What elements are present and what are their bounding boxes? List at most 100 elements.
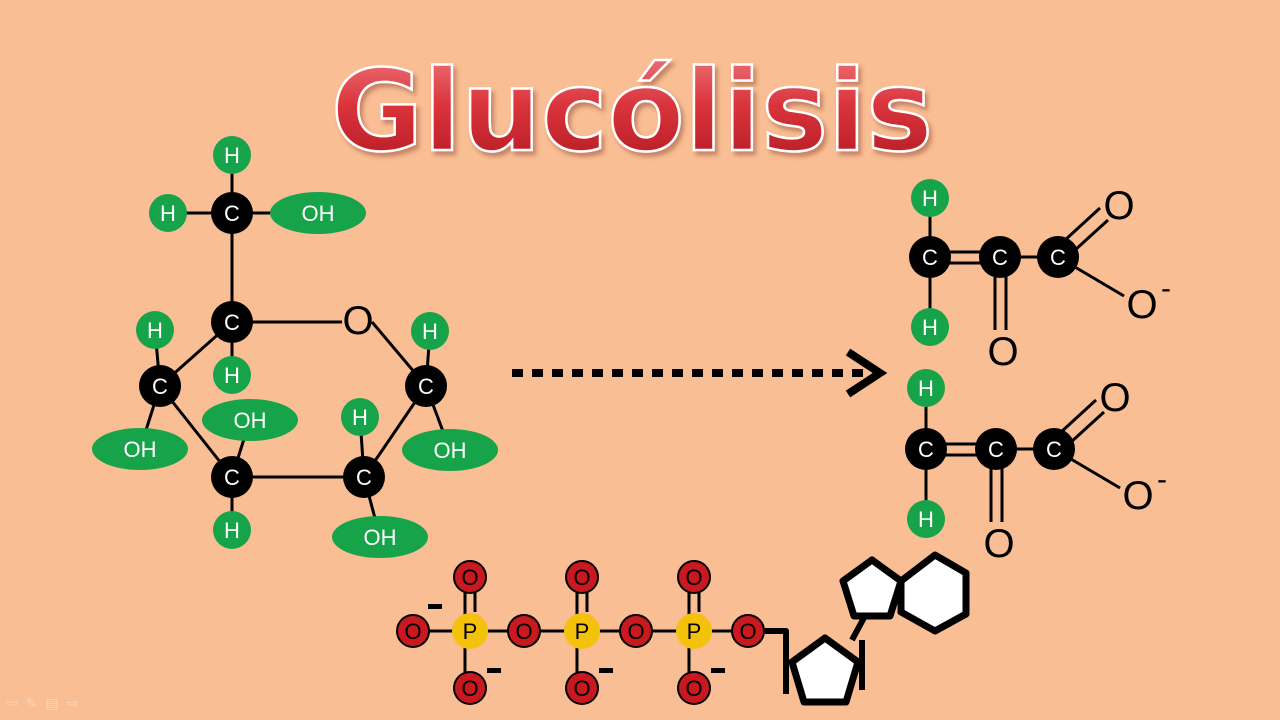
svg-text:H: H	[224, 143, 240, 168]
svg-text:O: O	[515, 619, 532, 644]
svg-text:C: C	[152, 374, 168, 399]
hydrogen-atom: H	[341, 398, 379, 436]
ring-oxygen: O	[342, 299, 373, 343]
hydrogen-atom: H	[907, 500, 945, 538]
svg-text:H: H	[224, 363, 240, 388]
pyruvate-molecule: O O - O H H C C C	[905, 369, 1167, 566]
ketone-oxygen: O	[983, 522, 1014, 566]
svg-text:H: H	[224, 518, 240, 543]
carbonyl-oxygen: O	[1103, 184, 1134, 228]
svg-text:C: C	[224, 310, 240, 335]
svg-text:OH: OH	[434, 438, 467, 463]
carbon-atom: C	[139, 365, 181, 407]
carbon-atom: C	[405, 365, 447, 407]
svg-text:P: P	[463, 619, 478, 644]
ribose-ring	[788, 634, 862, 706]
svg-text:C: C	[988, 437, 1004, 462]
carbon-atom: C	[1033, 428, 1075, 470]
previous-slide-icon[interactable]: ⇦	[6, 696, 18, 712]
svg-text:C: C	[356, 465, 372, 490]
carbon-atom: C	[211, 301, 253, 343]
hydrogen-atom: H	[136, 311, 174, 349]
negative-charge: -	[1161, 272, 1171, 305]
phosphate-oxygen: O	[507, 614, 541, 648]
pyruvate-molecule: O O - O H H C C C	[909, 179, 1171, 374]
svg-text:O: O	[685, 676, 702, 701]
hydroxyl-group: OH	[92, 428, 188, 470]
purine-six-ring	[897, 551, 970, 635]
phosphate-oxygen: O	[565, 560, 599, 594]
svg-text:P: P	[575, 619, 590, 644]
carbon-atom: C	[979, 236, 1021, 278]
hydrogen-atom: H	[213, 511, 251, 549]
hydroxyl-group: OH	[202, 399, 298, 441]
svg-text:C: C	[992, 245, 1008, 270]
svg-text:OH: OH	[124, 437, 157, 462]
svg-text:C: C	[224, 201, 240, 226]
hydrogen-atom: H	[411, 312, 449, 350]
atp-molecule: O O O O O O O O	[396, 551, 970, 706]
hydrogen-atom: H	[213, 136, 251, 174]
svg-text:OH: OH	[302, 201, 335, 226]
svg-text:H: H	[918, 376, 934, 401]
svg-text:P: P	[687, 619, 702, 644]
svg-text:O: O	[685, 565, 702, 590]
svg-text:O: O	[739, 619, 756, 644]
carboxylate-oxygen: O	[1126, 283, 1157, 327]
svg-text:C: C	[1046, 437, 1062, 462]
carbon-atom: C	[909, 236, 951, 278]
svg-text:C: C	[418, 374, 434, 399]
hydrogen-atom: H	[907, 369, 945, 407]
slide-navigation: ⇦ ✎ ▤ ⇨	[6, 696, 78, 712]
phosphate-oxygen: O	[731, 614, 765, 648]
svg-text:C: C	[922, 245, 938, 270]
carbon-atom: C	[1037, 236, 1079, 278]
svg-text:C: C	[918, 437, 934, 462]
carbon-atom: C	[343, 456, 385, 498]
svg-text:O: O	[573, 565, 590, 590]
hydrogen-atom: H	[149, 194, 187, 232]
negative-charge: -	[1157, 463, 1167, 496]
ketone-oxygen: O	[987, 330, 1018, 374]
hydroxyl-group: OH	[402, 429, 498, 471]
svg-text:H: H	[422, 319, 438, 344]
negative-charge	[599, 668, 613, 673]
hydroxyl-group: OH	[332, 516, 428, 558]
svg-text:H: H	[352, 405, 368, 430]
carbon-atom: C	[211, 456, 253, 498]
svg-text:OH: OH	[234, 408, 267, 433]
glucose-molecule: O OH OH OH OH OH H H	[92, 136, 498, 558]
phosphate-oxygen: O	[677, 671, 711, 705]
carbonyl-oxygen: O	[1099, 376, 1130, 420]
next-slide-icon[interactable]: ⇨	[66, 696, 79, 712]
phosphate-oxygen: O	[453, 671, 487, 705]
pen-icon[interactable]: ✎	[25, 696, 38, 712]
svg-text:O: O	[404, 619, 421, 644]
slide-title: Glucólisis	[331, 47, 933, 177]
carboxylate-oxygen: O	[1122, 474, 1153, 518]
hydrogen-atom: H	[213, 356, 251, 394]
reaction-arrow	[512, 348, 888, 398]
phosphorus-atom: P	[676, 613, 712, 649]
phosphorus-atom: P	[452, 613, 488, 649]
svg-text:O: O	[627, 619, 644, 644]
carbon-atom: C	[975, 428, 1017, 470]
svg-text:H: H	[160, 201, 176, 226]
carbon-atom: C	[905, 428, 947, 470]
phosphate-oxygen: O	[453, 560, 487, 594]
phosphate-oxygen: O	[565, 671, 599, 705]
phosphate-oxygen: O	[677, 560, 711, 594]
hydrogen-atom: H	[911, 308, 949, 346]
negative-charge	[487, 668, 501, 673]
menu-icon[interactable]: ▤	[45, 696, 59, 712]
phosphate-oxygen: O	[396, 614, 430, 648]
purine-five-ring	[839, 556, 905, 620]
svg-text:O: O	[461, 565, 478, 590]
svg-text:H: H	[922, 186, 938, 211]
svg-text:C: C	[224, 465, 240, 490]
negative-charge	[428, 604, 442, 609]
svg-text:C: C	[1050, 245, 1066, 270]
svg-text:O: O	[573, 676, 590, 701]
phosphorus-atom: P	[564, 613, 600, 649]
hydroxyl-group: OH	[270, 192, 366, 234]
